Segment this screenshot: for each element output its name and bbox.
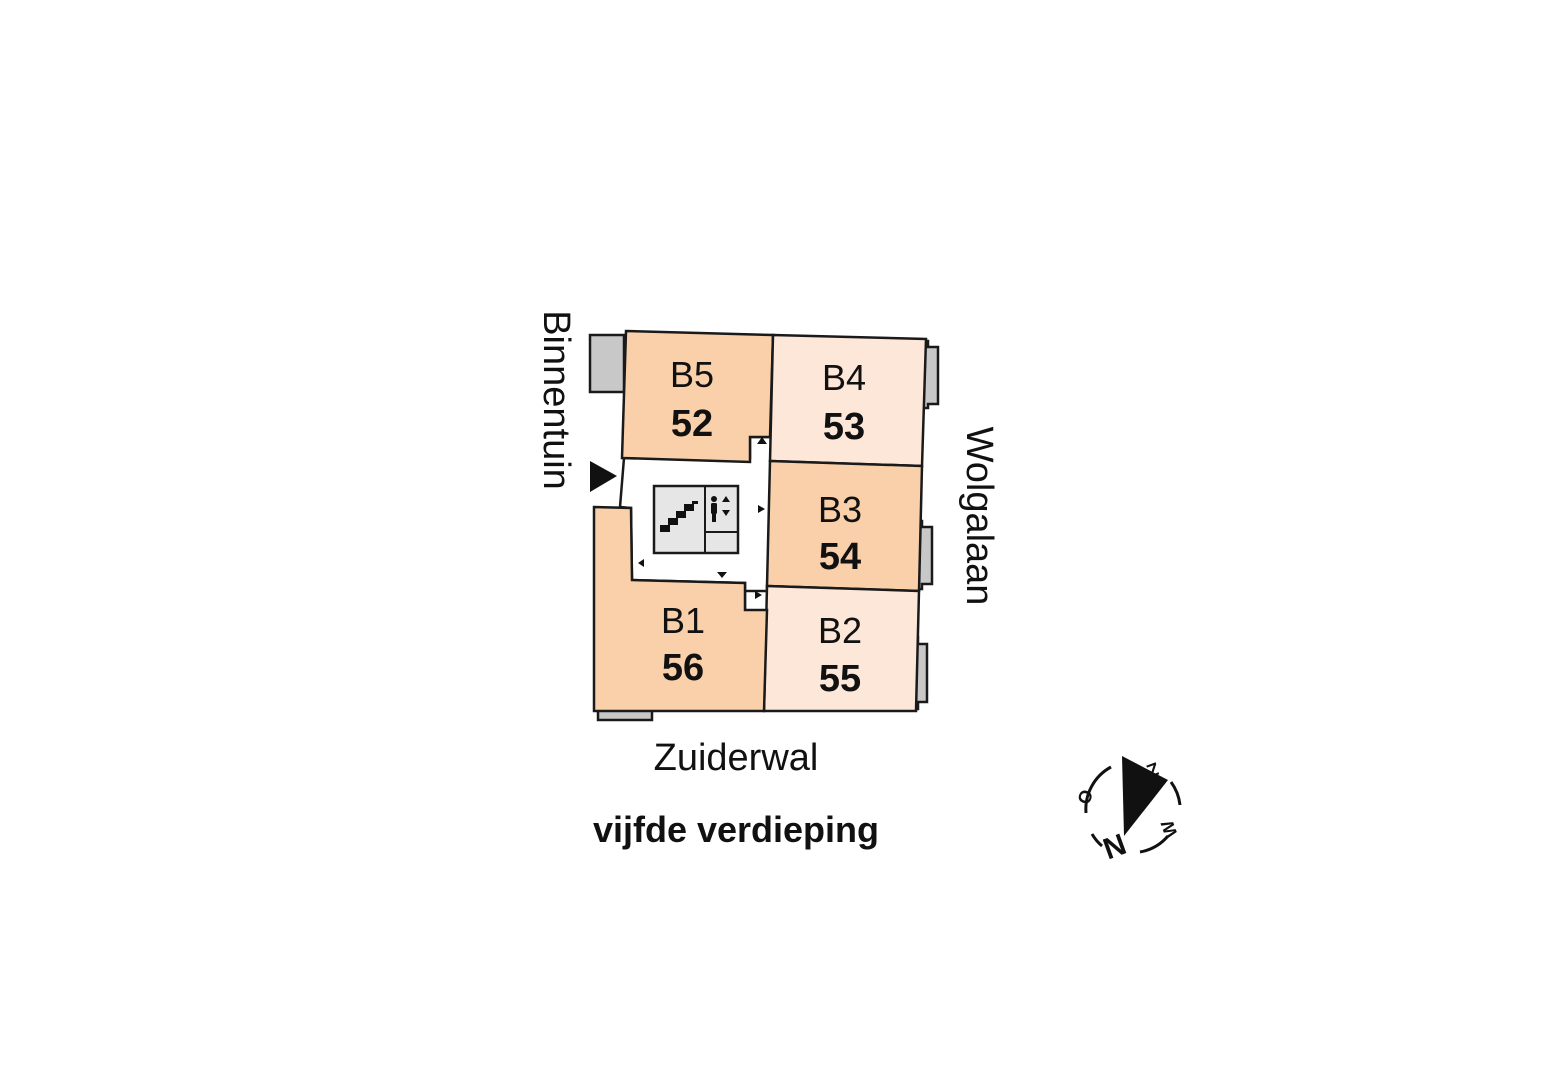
street-label-right: Wolgalaan [958,427,1000,606]
entrance-arrow-icon [590,461,617,492]
compass-icon: N O Z W [1074,756,1182,866]
unit-number-b5: 52 [671,403,713,445]
core [652,484,740,555]
street-label-left: Binnentuin [535,310,577,490]
street-label-bottom: Zuiderwal [654,737,819,779]
compass-east: O [1074,787,1098,807]
unit-code-b3: B3 [818,489,862,530]
unit-code-b1: B1 [661,600,705,641]
stairs-icon [660,501,698,532]
balcony-b5 [588,333,626,394]
unit-number-b4: 53 [823,406,865,448]
unit-code-b2: B2 [818,610,862,651]
unit-b1[interactable] [592,505,769,713]
floor-label: vijfde verdieping [593,809,879,850]
unit-number-b1: 56 [662,647,704,689]
unit-labels: B5 52 B4 53 B3 54 B2 55 B1 56 [661,354,866,700]
compass-west: W [1157,818,1182,841]
unit-number-b3: 54 [819,536,861,578]
door-arrows [638,437,767,599]
unit-code-b4: B4 [822,357,866,398]
compass-needle [1122,756,1168,836]
elevator-icon [711,496,730,522]
unit-code-b5: B5 [670,354,714,395]
unit-number-b2: 55 [819,658,861,700]
